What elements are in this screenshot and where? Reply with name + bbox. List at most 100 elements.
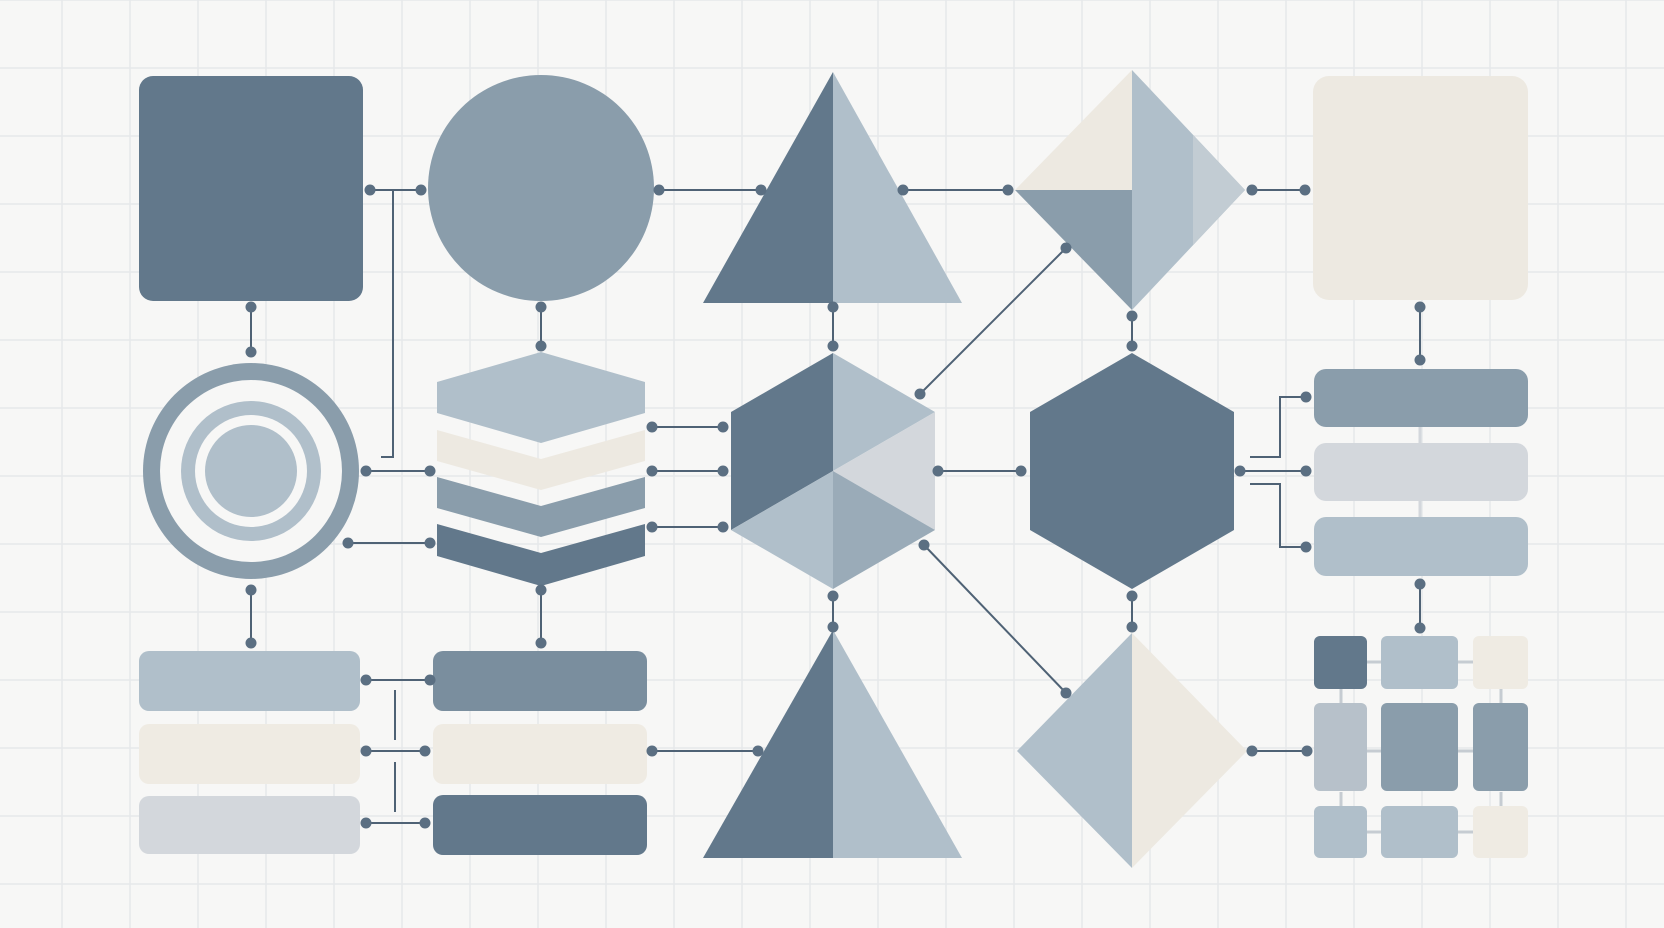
connector-dot — [1300, 541, 1312, 553]
connector-dot — [424, 465, 436, 477]
diamond-shape-facet — [1193, 135, 1245, 245]
hexagon-facet-bottom-right — [833, 471, 935, 589]
connector-dot — [827, 340, 839, 352]
tile-shape — [1381, 703, 1458, 791]
connector-dot — [1002, 184, 1014, 196]
tile-shape — [1314, 636, 1367, 689]
connector-dot — [897, 184, 909, 196]
bar-shape-1 — [1314, 369, 1528, 427]
card-shape — [1313, 76, 1528, 300]
tile-shape — [1381, 636, 1458, 689]
pill-shape-4 — [433, 651, 647, 711]
connector-dot — [1299, 184, 1311, 196]
connector-dot — [245, 346, 257, 358]
connector-dot — [755, 184, 767, 196]
tile-shape — [1473, 806, 1528, 858]
triangle-shape-bottom-left-half — [703, 630, 833, 858]
shapes — [139, 70, 1528, 868]
connector-dot — [752, 745, 764, 757]
connector-dot — [245, 637, 257, 649]
hexagon-facet-bottom-left — [731, 471, 833, 589]
triangle-shape-right-half — [833, 72, 962, 303]
connector-dot — [245, 301, 257, 313]
connector-dot — [424, 537, 436, 549]
connector-dot — [1246, 745, 1258, 757]
pill-shape-1 — [139, 651, 360, 711]
connector-dot — [1060, 242, 1072, 254]
connector-dot — [535, 584, 547, 596]
circle-shape — [428, 75, 654, 301]
pill-shape-2 — [139, 724, 360, 784]
connector-dot — [360, 465, 372, 477]
connector-dot — [535, 637, 547, 649]
connector-hex-diamond-lower-diagonal — [923, 544, 1067, 694]
connector-dot — [1015, 465, 1027, 477]
hexagon-facet-right — [833, 412, 935, 530]
connector-dot — [914, 388, 926, 400]
connector-dot — [1234, 465, 1246, 477]
connector-dot — [360, 817, 372, 829]
tile-shape — [1314, 806, 1367, 858]
connector-elbow-left — [370, 189, 394, 458]
connector-dot — [1126, 590, 1138, 602]
bar-shape-3 — [1314, 517, 1528, 576]
connector-dot — [1414, 301, 1426, 313]
connector-hex-diamond-diagonal — [919, 247, 1067, 395]
connector-dot — [419, 817, 431, 829]
connector-dot — [1126, 310, 1138, 322]
connector-dot — [827, 590, 839, 602]
connector-dot — [1414, 354, 1426, 366]
concentric-ring-inner — [205, 425, 297, 517]
connector-dot — [415, 184, 427, 196]
pill-shape-5 — [433, 724, 647, 784]
connector-dot — [717, 465, 729, 477]
connector-dot — [342, 537, 354, 549]
tile-shape — [1314, 703, 1367, 791]
connector-dot — [646, 465, 658, 477]
connector-dot — [364, 184, 376, 196]
triangle-shape-bottom-right-half — [833, 630, 962, 858]
connector-dot — [419, 745, 431, 757]
connector-dot — [1414, 578, 1426, 590]
connector-dot — [646, 745, 658, 757]
connector-dot — [535, 301, 547, 313]
connector-dot — [646, 521, 658, 533]
connector-dot — [827, 301, 839, 313]
connector-dot — [360, 745, 372, 757]
pill-shape-3 — [139, 796, 360, 854]
hexagon-shape — [1030, 353, 1234, 589]
connector-dot — [717, 421, 729, 433]
connector-elbow-bar-1 — [1250, 396, 1306, 458]
tile-shape — [1381, 806, 1458, 858]
connector-dot — [932, 465, 944, 477]
connector-dot — [827, 621, 839, 633]
pill-shape-6 — [433, 795, 647, 855]
connector-dot — [717, 521, 729, 533]
diamond-shape-quadrant-br — [1132, 190, 1245, 310]
connectors — [250, 189, 1503, 834]
connector-dot — [360, 674, 372, 686]
chevron-layer-2 — [437, 430, 645, 490]
connector-dot — [1126, 621, 1138, 633]
connector-elbow-bar-3 — [1250, 483, 1306, 548]
connector-dot — [1300, 465, 1312, 477]
connector-dots — [245, 184, 1426, 829]
diamond-shape-quadrant-bl — [1015, 190, 1132, 310]
connector-dot — [1060, 687, 1072, 699]
tile-shape — [1473, 703, 1528, 791]
connector-dot — [653, 184, 665, 196]
connector-dot — [646, 421, 658, 433]
connector-dot — [1126, 340, 1138, 352]
connector-dot — [1301, 745, 1313, 757]
connector-dot — [1246, 184, 1258, 196]
connector-dot — [424, 674, 436, 686]
bar-shape-2 — [1314, 443, 1528, 501]
tile-shape — [1473, 636, 1528, 689]
diamond-shape-quadrant-tr — [1132, 70, 1245, 190]
chevron-layer-4 — [437, 524, 645, 586]
connector-dot — [245, 584, 257, 596]
connector-dot — [535, 340, 547, 352]
connector-dot — [1414, 622, 1426, 634]
